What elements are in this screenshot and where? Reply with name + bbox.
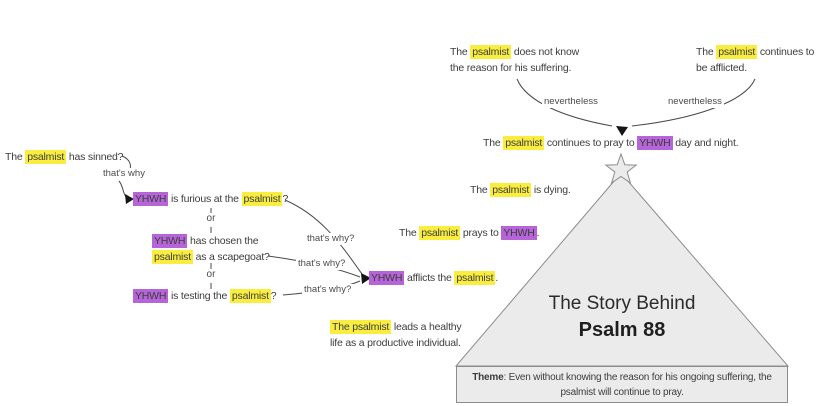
connector-furious-afflicts <box>284 199 363 275</box>
label-thats-why: that's why <box>101 168 147 180</box>
node-chosen-line2: psalmist as a scapegoat? <box>152 250 270 264</box>
label-thats-why-q2: that's why? <box>296 258 348 270</box>
node-afflicted-line1: The psalmist continues to <box>696 45 815 59</box>
node-chosen: YHWH has chosen the psalmist as a scapeg… <box>152 233 270 265</box>
node-healthy-line2: life as a productive individual. <box>330 337 461 349</box>
label-or-1: or <box>204 213 218 224</box>
label-nevertheless-2: nevertheless <box>666 96 724 108</box>
arrowhead-afflicts <box>361 273 371 284</box>
node-healthy: The psalmist leads a healthy life as a p… <box>330 319 462 351</box>
label-thats-why-q1: that's why? <box>305 233 357 245</box>
label-thats-why-q3: that's why? <box>302 284 354 296</box>
label-nevertheless-1: nevertheless <box>542 96 600 108</box>
theme-line1: Theme: Even without knowing the reason f… <box>472 372 772 383</box>
node-unknown-line2: the reason for his suffering. <box>450 62 572 74</box>
node-sinned: The psalmist has sinned? <box>5 150 124 164</box>
theme-line2: psalmist will continue to pray. <box>560 387 684 398</box>
node-prays: The psalmist prays to YHWH. <box>399 226 540 240</box>
node-furious: YHWH is furious at the psalmist? <box>133 192 289 206</box>
node-unknown: The psalmist does not know the reason fo… <box>450 44 579 76</box>
node-chosen-line1: YHWH has chosen the <box>152 234 259 248</box>
pyramid-title: The Story Behind Psalm 88 <box>456 291 788 343</box>
connector-afflicted-pray <box>631 78 756 127</box>
node-afflicted-line2: be afflicted. <box>696 62 747 74</box>
node-dying: The psalmist is dying. <box>470 183 571 197</box>
arrowhead-pray <box>616 126 628 136</box>
node-afflicts: YHWH afflicts the psalmist. <box>369 271 499 285</box>
pyramid-title-line2: Psalm 88 <box>578 319 666 341</box>
node-afflicted: The psalmist continues to be afflicted. <box>696 44 814 76</box>
node-unknown-line1: The psalmist does not know <box>450 45 579 59</box>
label-or-2: or <box>204 269 218 280</box>
node-pray-always: The psalmist continues to pray to YHWH d… <box>483 136 739 150</box>
theme-box: Theme: Even without knowing the reason f… <box>456 366 788 403</box>
pyramid-title-line1: The Story Behind <box>548 293 696 314</box>
node-healthy-line1: The psalmist leads a healthy <box>330 320 462 334</box>
node-testing: YHWH is testing the psalmist? <box>133 289 277 303</box>
star-icon <box>604 152 638 185</box>
arrowhead-furious <box>125 194 134 204</box>
